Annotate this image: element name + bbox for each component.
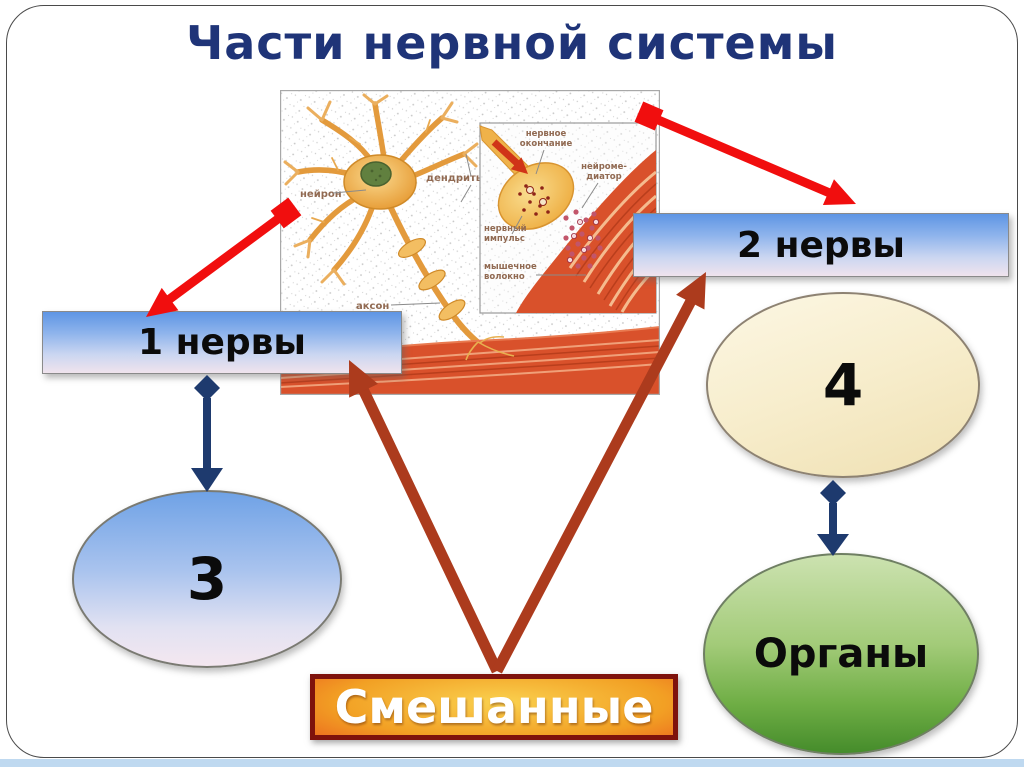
released-neurotransmitter [563,209,603,269]
axon-fiber [387,203,488,351]
ellipse-organs: Органы [703,553,979,755]
red-arrow-to-box2 [634,101,856,205]
label-neuron: нейрон [300,189,342,200]
inset-muscle-fiber [516,150,656,313]
label-nerve-ending-1: нервное [526,129,567,139]
bottom-accent-strip [0,759,1024,767]
label-impulse-2: импульс [484,234,525,244]
synapse-inset: нервное окончание нейроме- диатор нервны… [479,122,657,314]
navy-connector-4-to-organs [817,480,849,556]
label-impulse-1: нервный [484,224,527,234]
red-arrow-to-box1 [146,197,302,317]
label-muscle-1: мышечное [484,262,537,272]
page-title: Части нервной системы [186,16,838,70]
ellipse-3-label: 3 [186,545,228,613]
ellipse-3: 3 [72,490,342,668]
box-1-nervy: 1 нервы [42,311,402,374]
organs-label: Органы [753,631,929,677]
neuron-labels: нейрон дендриты аксон [300,153,485,312]
label-axon: аксон [356,301,389,312]
inset-labels: нервное окончание нейроме- диатор нервны… [484,129,627,282]
box-2-label: 2 нервы [737,224,905,266]
ellipse-4-label: 4 [822,351,864,419]
neuron-nucleus [360,161,392,187]
vesicles-inside [518,184,550,216]
label-neurotransmitter-1: нейроме- [581,162,627,172]
label-muscle-2: волокно [484,272,525,282]
box-mixed: Смешанные [310,674,678,740]
navy-connector-box1-to-3 [191,375,223,492]
mixed-label: Смешанные [334,680,654,734]
label-dendrites: дендриты [426,173,485,184]
ellipse-4: 4 [706,292,980,478]
label-nerve-ending-2: окончание [520,139,573,149]
label-neurotransmitter-2: диатор [586,172,621,182]
brown-arrow-mixed-to-box1 [349,360,502,674]
box-2-nervy: 2 нервы [633,213,1009,277]
box-1-label: 1 нервы [138,322,306,363]
impulse-arrow-icon [491,139,528,174]
